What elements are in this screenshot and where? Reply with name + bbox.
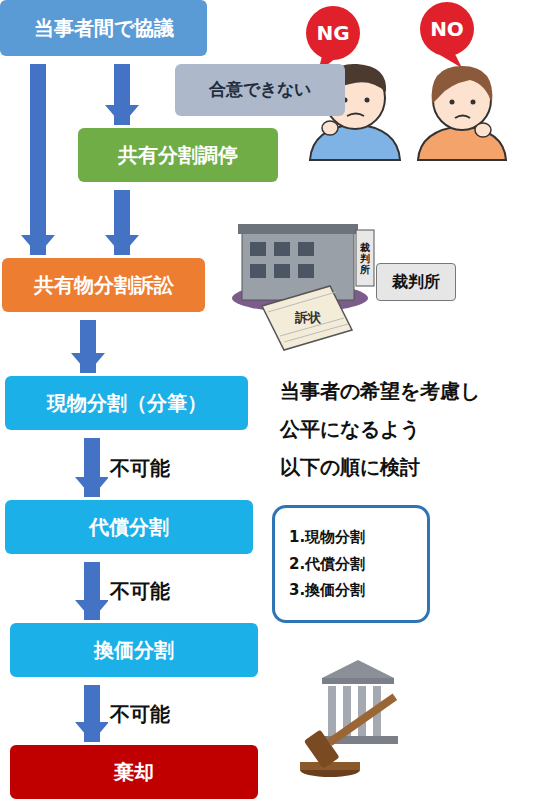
speech-bubbles [306,2,474,72]
process-box: 現物分割（分筆） [5,376,248,430]
node-text: 換価分割 [94,638,174,663]
pillar [328,686,336,736]
woman-figure [418,66,506,160]
node-text: 1.現物分割 [289,528,365,547]
no-bubble [420,2,474,56]
window [274,264,290,278]
window [250,242,266,256]
court-sign [356,230,374,286]
courthouse-gavel [300,660,405,777]
eye [450,100,455,105]
tag-box: 裁判所 [376,263,456,301]
edge-label: 不可能 [108,578,172,605]
mouth [455,116,470,119]
flow-arrow [114,64,130,125]
document-line [284,324,348,342]
note-text: 以下の順に検討 [280,454,420,481]
mouth [347,114,364,117]
note-text: 当事者の希望を考慮し [280,378,480,405]
node-text: 共有分割調停 [118,143,238,168]
node-text: 代償分割 [89,515,169,540]
node-text: 現物分割（分筆） [47,391,207,416]
process-box: 共有分割調停 [78,128,278,182]
document-line [268,292,336,312]
window [250,264,266,278]
ng-bubble [306,6,360,60]
sign-text: 裁判所 [360,242,370,275]
node-text: 当事者間で協議 [34,16,174,41]
document-text: 訴状 [295,309,321,327]
gavel-handle [327,693,397,745]
process-box: 換価分割 [10,623,258,677]
node-text: 合意できない [209,79,311,100]
speech-text: NO [430,17,464,41]
hand [475,123,491,137]
flow-arrow [84,438,100,497]
eye [471,100,476,105]
flow-arrow [84,562,100,620]
node-text: 2.代償分割 [289,555,365,574]
speech-text: NG [316,21,349,45]
node-text: 棄却 [114,760,154,785]
courthouse-pediment [322,660,394,678]
pillar [358,686,366,736]
node-text: 3.換価分割 [289,581,365,600]
list-box: 1.現物分割 2.代償分割 3.換価分割 [272,505,430,623]
end-box: 棄却 [10,745,258,799]
node-text: 裁判所 [392,272,440,292]
flow-arrow [30,64,46,255]
courthouse-beam [322,678,394,684]
eye [365,98,370,103]
edge-label: 不可能 [108,700,172,727]
gavel [304,684,405,769]
building-wall [242,230,354,300]
process-box: 代償分割 [5,500,253,554]
flow-arrow [84,685,100,742]
woman-body [418,126,506,160]
edge-label: 不可能 [108,454,172,481]
no-bubble-tail [440,52,462,68]
document [262,286,352,350]
flow-arrow [114,190,130,255]
node-text: 共有物分割訴訟 [34,273,174,298]
gavel-block [300,763,360,777]
flow-arrow [80,320,96,373]
building-roof [238,224,358,234]
woman-hair [432,66,493,104]
window [298,242,314,256]
process-box: 共有物分割訴訟 [2,258,205,312]
hand [322,121,338,135]
window [298,264,314,278]
condition-box: 合意できない [175,64,345,116]
start-box: 当事者間で協議 [0,0,207,56]
window [274,242,290,256]
document-sheet [262,286,352,350]
note-text: 公平になるよう [280,416,420,443]
